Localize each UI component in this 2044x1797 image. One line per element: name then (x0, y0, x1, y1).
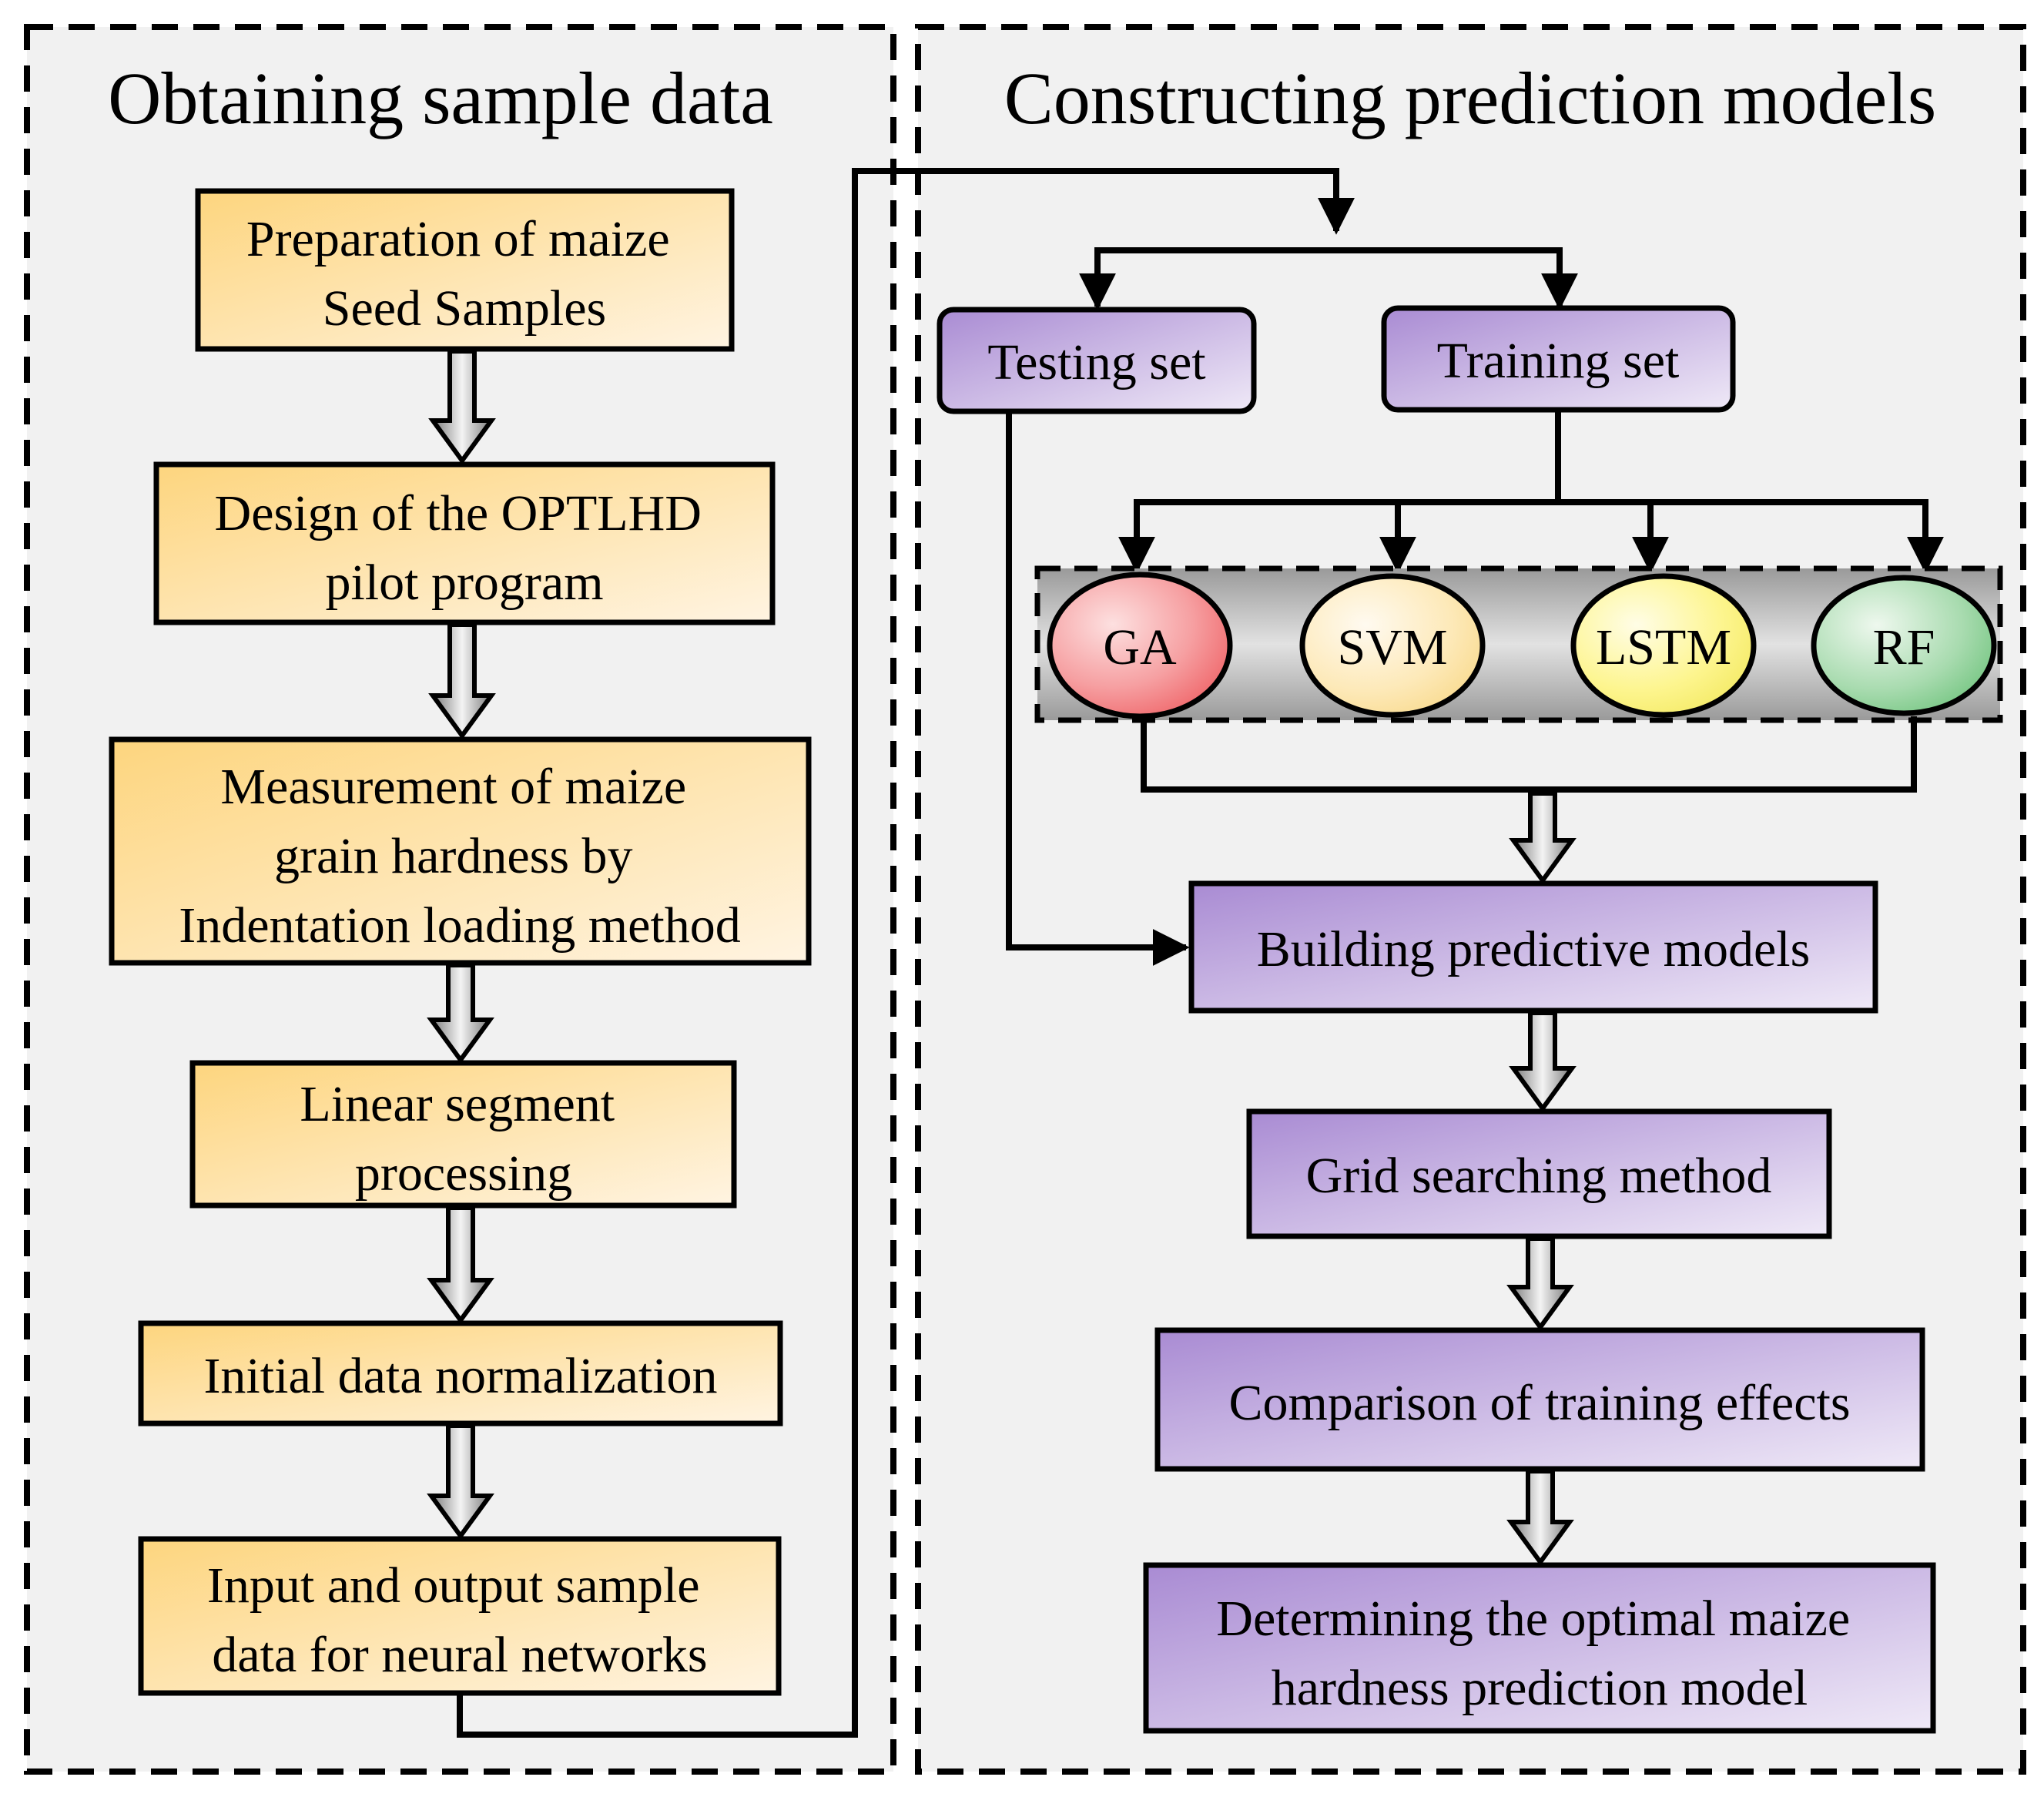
left-flow-arrow-4 (427, 1205, 494, 1325)
left-step-2: Design of the OPTLHD pilot program (153, 461, 776, 625)
model-rf: RF (1811, 575, 1997, 716)
left-step-1: Preparation of maize Seed Samples (195, 188, 735, 352)
left-step-6: Input and output sample data for neural … (138, 1536, 782, 1696)
right-step-1: Building predictive models (1188, 880, 1878, 1014)
left-panel-title: Obtaining sample data (108, 57, 773, 139)
model-merge-connector (1141, 716, 1917, 793)
right-flow-arrow-2 (1509, 1011, 1577, 1113)
testing-set-box: Testing set (937, 307, 1257, 414)
left-flow-arrow-5 (427, 1423, 494, 1541)
model-svm-label: SVM (1337, 619, 1447, 676)
left-step-4-label: Linear segment processing (300, 1076, 627, 1202)
right-step-3-label: Comparison of training effects (1228, 1375, 1850, 1431)
left-flow-arrow-3 (427, 963, 494, 1064)
testing-set-label: Testing set (987, 334, 1205, 391)
cross-panel-connector (457, 168, 1355, 1738)
right-flow-arrow-1 (1509, 791, 1577, 885)
right-panel-title: Constructing prediction models (1004, 57, 1937, 139)
left-step-1-label: Preparation of maize Seed Samples (246, 211, 682, 337)
model-ga: GA (1047, 572, 1233, 719)
model-svm: SVM (1299, 573, 1486, 718)
right-flow-arrow-4 (1506, 1469, 1574, 1567)
model-lstm: LSTM (1570, 573, 1757, 718)
left-flow-arrow-1 (428, 349, 496, 465)
training-set-label: Training set (1437, 333, 1680, 389)
right-step-4: Determining the optimal maize hardness p… (1143, 1562, 1936, 1734)
right-step-3: Comparison of training effects (1154, 1327, 1925, 1472)
right-step-4-label: Determining the optimal maize hardness p… (1216, 1591, 1862, 1716)
left-flow-arrows (427, 349, 496, 1541)
testing-to-building-connector (1006, 411, 1190, 966)
left-step-2-label: Design of the OPTLHD pilot program (215, 485, 715, 611)
training-set-box: Training set (1381, 305, 1736, 413)
right-step-2: Grid searching method (1246, 1108, 1832, 1239)
right-step-1-label: Building predictive models (1257, 921, 1811, 977)
left-step-5-label: Initial data normalization (203, 1348, 717, 1404)
left-step-6-label: Input and output sample data for neural … (207, 1557, 712, 1683)
left-step-5: Initial data normalization (138, 1320, 783, 1427)
left-step-4: Linear segment processing (189, 1060, 737, 1209)
model-rf-label: RF (1873, 619, 1935, 676)
left-step-3-label: Measurement of maize grain hardness by I… (179, 759, 741, 954)
left-step-3: Measurement of maize grain hardness by I… (109, 736, 812, 966)
right-flow-arrows (1506, 791, 1577, 1567)
left-flow-arrow-2 (428, 622, 496, 740)
model-lstm-label: LSTM (1596, 619, 1731, 676)
right-flow-arrow-3 (1506, 1236, 1574, 1332)
right-step-2-label: Grid searching method (1306, 1148, 1772, 1204)
model-ga-label: GA (1103, 619, 1177, 676)
